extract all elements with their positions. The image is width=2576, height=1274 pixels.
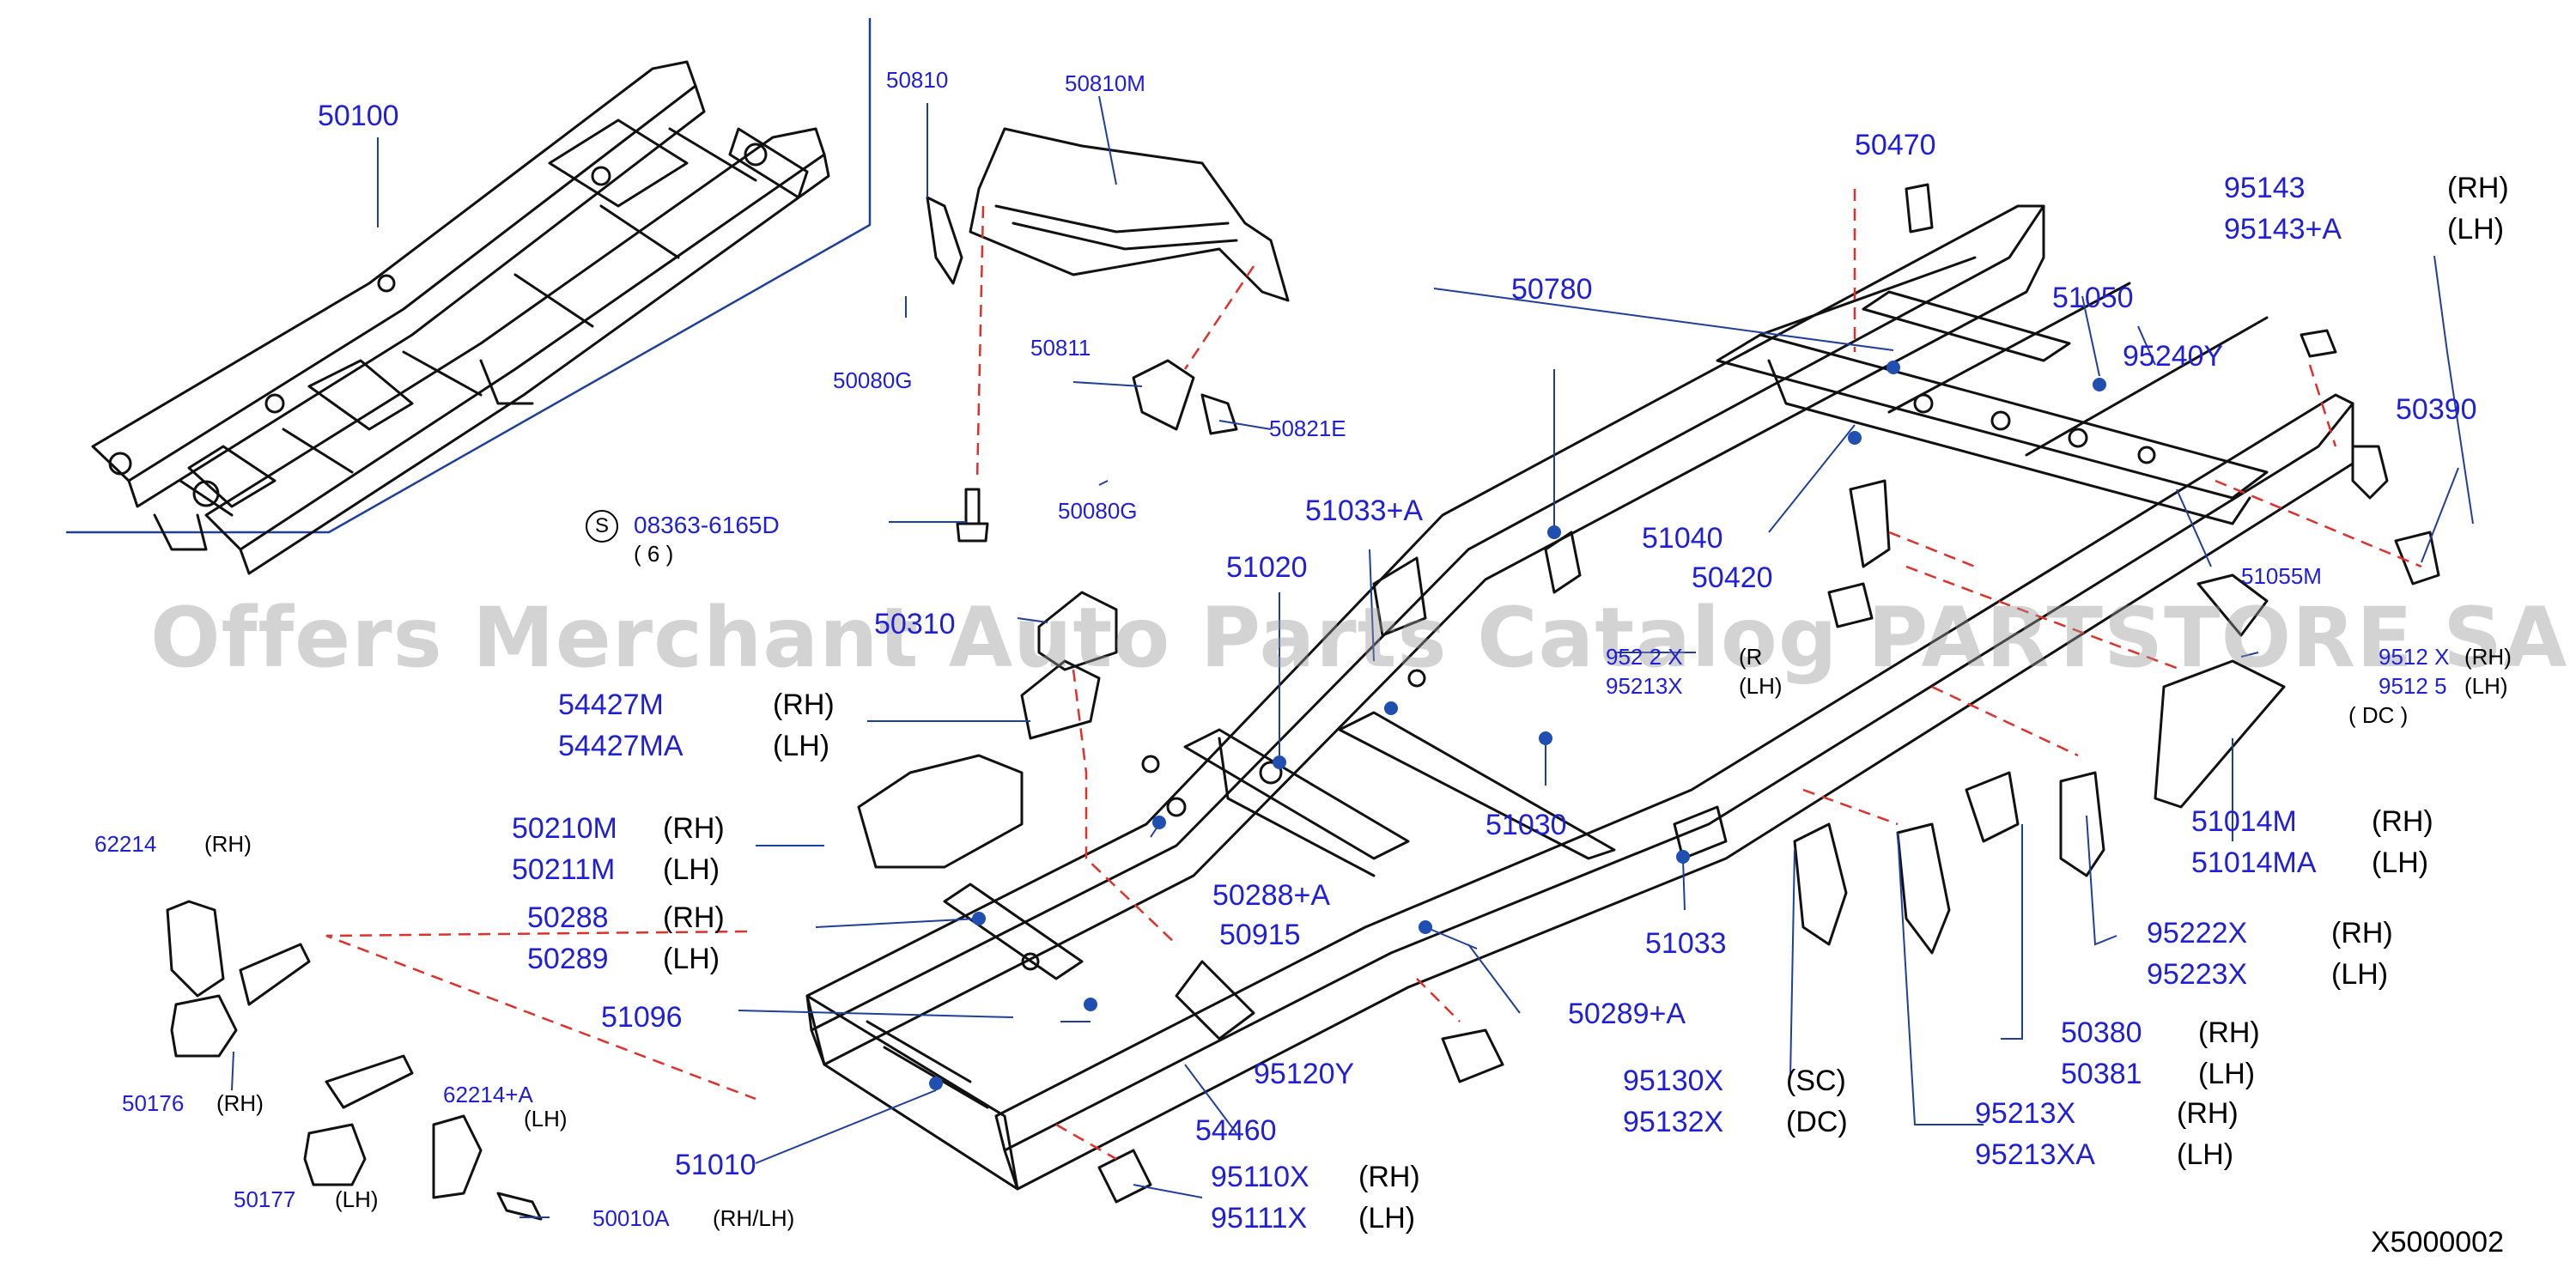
part-variant-95213XA: (LH) [2177,1138,2234,1171]
part-number-51014MA[interactable]: 51014MA [2191,846,2317,879]
part-variant-95213X: (RH) [2177,1097,2239,1130]
part-number-50288[interactable]: 50288 [527,901,609,934]
part-number-95111X[interactable]: 95111X [1211,1202,1308,1235]
part-number-50810[interactable]: 50810 [886,67,949,93]
part-number-50177[interactable]: 50177 [234,1186,296,1212]
part-number-51096[interactable]: 51096 [601,1001,683,1034]
part-number-51014M[interactable]: 51014M [2191,805,2297,838]
part-number-51010[interactable]: 51010 [675,1149,756,1181]
part-variant-95111X: (LH) [1358,1202,1416,1235]
part-number-95240Y[interactable]: 95240Y [2123,340,2224,373]
part-number-51055M[interactable]: 51055M [2241,563,2322,589]
part-number-50915[interactable]: 50915 [1219,919,1301,951]
skid-plate-shape [969,127,1290,302]
part-variant-95222X: (RH) [2331,917,2393,949]
part-variant-54427MA: (LH) [773,730,830,762]
part-variant-dc-note: ( DC ) [2348,702,2409,728]
part-number-62214A[interactable]: 62214+A [443,1082,533,1107]
part-variant-50289: (LH) [663,943,720,975]
part-number-54427MA[interactable]: 54427MA [558,730,683,762]
part-number-95213XA[interactable]: 95213XA [1975,1138,2095,1171]
part-number-95110X[interactable]: 95110X [1211,1161,1309,1193]
inset-boundary-line [65,17,872,534]
part-variant-51014MA: (LH) [2372,846,2429,879]
part-variant-50211M: (LH) [663,853,720,886]
part-variant-95223X: (LH) [2331,958,2389,991]
part-number-9512x[interactable]: 9512 X [2379,644,2450,670]
part-variant-95110X: (RH) [1358,1161,1420,1193]
part-number-51040[interactable]: 51040 [1642,522,1723,555]
part-number-50176[interactable]: 50176 [122,1090,185,1116]
part-number-51033[interactable]: 51033 [1645,927,1727,960]
part-variant-95143A: (LH) [2447,213,2505,246]
part-number-50780[interactable]: 50780 [1511,273,1593,306]
part-number-50310[interactable]: 50310 [874,608,956,640]
part-variant-9512x: (RH) [2464,644,2512,670]
part-number-95222X[interactable]: 95222X [2147,917,2248,949]
part-number-62214[interactable]: 62214 [94,831,157,857]
part-number-95213X[interactable]: 95213X [1975,1097,2076,1130]
part-variant-95213x: (LH) [1739,673,1783,699]
part-variant-50380: (RH) [2198,1016,2260,1049]
part-number-95223X[interactable]: 95223X [2147,958,2248,991]
part-variant-95130X: (SC) [1786,1065,1846,1097]
part-number-95143A[interactable]: 95143+A [2224,213,2342,246]
part-number-51030[interactable]: 51030 [1485,809,1567,841]
part-number-50288A[interactable]: 50288+A [1212,879,1331,912]
part-variant-51014M: (RH) [2372,805,2433,838]
part-number-50821E[interactable]: 50821E [1269,416,1346,441]
part-number-50210M[interactable]: 50210M [512,812,617,845]
part-variant-50210M: (RH) [663,812,725,845]
part-number-95130X[interactable]: 95130X [1623,1065,1724,1097]
part-number-9521x[interactable]: 952 2 X [1606,644,1683,670]
part-variant-62214: (RH) [204,831,252,857]
part-number-9512y[interactable]: 9512 5 [2379,673,2447,699]
part-number-50080G-a[interactable]: 50080G [833,367,913,393]
part-number-50080G-b[interactable]: 50080G [1058,498,1138,524]
inset-frame-drawing [91,60,830,575]
part-number-50470[interactable]: 50470 [1855,129,1936,161]
part-number-51020[interactable]: 51020 [1226,551,1308,584]
part-variant-54427M: (RH) [773,689,835,721]
part-number-50289A[interactable]: 50289+A [1568,998,1686,1030]
part-number-51050[interactable]: 51050 [2052,282,2134,314]
diagram-code: X5000002 [2370,1226,2504,1259]
part-number-50381[interactable]: 50381 [2061,1058,2142,1090]
part-variant-50010A: (RH/LH) [713,1205,795,1231]
part-number-50811[interactable]: 50811 [1030,335,1091,361]
part-number-50810M[interactable]: 50810M [1065,70,1145,96]
part-variant-9512y: (LH) [2464,673,2508,699]
part-variant-95132X: (DC) [1786,1106,1848,1138]
part-number-50289[interactable]: 50289 [527,943,609,975]
part-number-54427M[interactable]: 54427M [558,689,664,721]
part-number-95132X[interactable]: 95132X [1623,1106,1724,1138]
part-variant-50381: (LH) [2198,1058,2256,1090]
standard-part-qty: ( 6 ) [634,541,674,567]
standard-part-symbol: S [586,510,618,543]
part-number-95120Y[interactable]: 95120Y [1254,1058,1355,1090]
part-number-50420[interactable]: 50420 [1692,561,1773,594]
part-variant-50176: (RH) [216,1090,264,1116]
watermark: Offers Merchant Auto Parts Catalog PARTS… [150,590,2568,686]
standard-part-number[interactable]: 08363-6165D [634,512,780,538]
part-number-50010A[interactable]: 50010A [592,1205,670,1231]
part-number-50380[interactable]: 50380 [2061,1016,2142,1049]
part-variant-62214A: (LH) [524,1106,568,1131]
part-number-95143[interactable]: 95143 [2224,172,2306,204]
part-number-50390[interactable]: 50390 [2396,393,2477,426]
part-number-50211M[interactable]: 50211M [512,853,616,886]
part-variant-95143: (RH) [2447,172,2509,204]
part-variant-50177: (LH) [335,1186,379,1212]
part-number-54460[interactable]: 54460 [1195,1114,1277,1147]
part-number-95213x[interactable]: 95213X [1606,673,1683,699]
part-variant-50288: (RH) [663,901,725,934]
part-variant-9521x: (R [1739,644,1763,670]
part-number-50100[interactable]: 50100 [318,100,399,132]
part-number-51033A[interactable]: 51033+A [1305,494,1424,527]
